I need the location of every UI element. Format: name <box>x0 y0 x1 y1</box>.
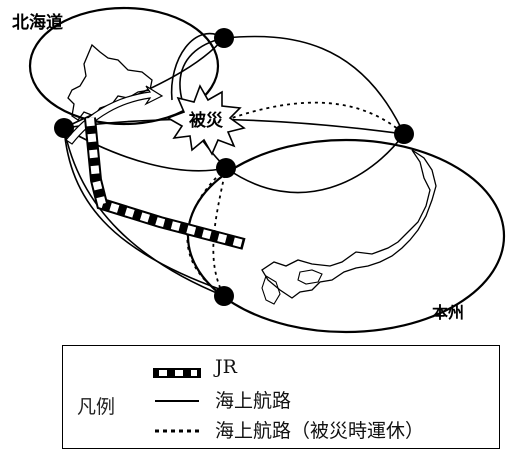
legend-dotted-symbol <box>155 429 199 433</box>
port-node-north <box>214 28 234 48</box>
hokkaido-label: 北海道 <box>12 12 63 33</box>
legend-title: 凡例 <box>77 396 116 418</box>
route-north-east <box>223 35 405 135</box>
jr-line <box>84 117 246 250</box>
dotted-route-east <box>225 101 405 135</box>
legend-label-jr: JR <box>215 356 237 378</box>
ports <box>54 28 414 306</box>
legend-label-sea-route: 海上航路 <box>215 390 292 412</box>
route-tomakomai-north <box>63 37 225 129</box>
honshu-map <box>261 149 437 299</box>
hokkaido-ellipse <box>28 6 220 126</box>
arrow-1 <box>65 85 164 145</box>
route-north-loop-b <box>170 32 225 101</box>
route-tomakomai-hachinohe <box>63 127 227 172</box>
kyushu-map <box>261 275 281 305</box>
disaster-label: 被災 <box>189 110 224 131</box>
port-node-aomori <box>394 124 414 144</box>
sea-routes <box>63 32 405 297</box>
route-tomakomai-south-b <box>63 127 223 291</box>
legend-item-suspended-route: 海上航路（被災時運休） <box>153 416 483 444</box>
route-tomakomai-south-a <box>63 127 225 297</box>
shikoku-map <box>297 269 323 285</box>
route-tomakomai-aomori <box>63 118 405 135</box>
legend-rail-symbol <box>153 368 201 378</box>
honshu-ellipse <box>186 138 506 334</box>
legend: 凡例 JR 海上航路 海上航路（被災時運休） <box>62 345 500 449</box>
route-north-loop <box>179 37 227 169</box>
route-east-south <box>225 133 405 194</box>
legend-solid-symbol <box>155 400 199 402</box>
honshu-label: 本州 <box>432 303 464 322</box>
port-node-south <box>214 286 234 306</box>
legend-item-jr: JR <box>153 356 483 384</box>
arrows <box>65 85 164 145</box>
legend-label-suspended-route: 海上航路（被災時運休） <box>215 420 425 442</box>
port-node-hachinohe <box>216 158 236 178</box>
legend-item-sea-route: 海上航路 <box>153 386 483 414</box>
disaster-burst <box>166 84 246 156</box>
port-node-tomakomai <box>54 118 74 138</box>
